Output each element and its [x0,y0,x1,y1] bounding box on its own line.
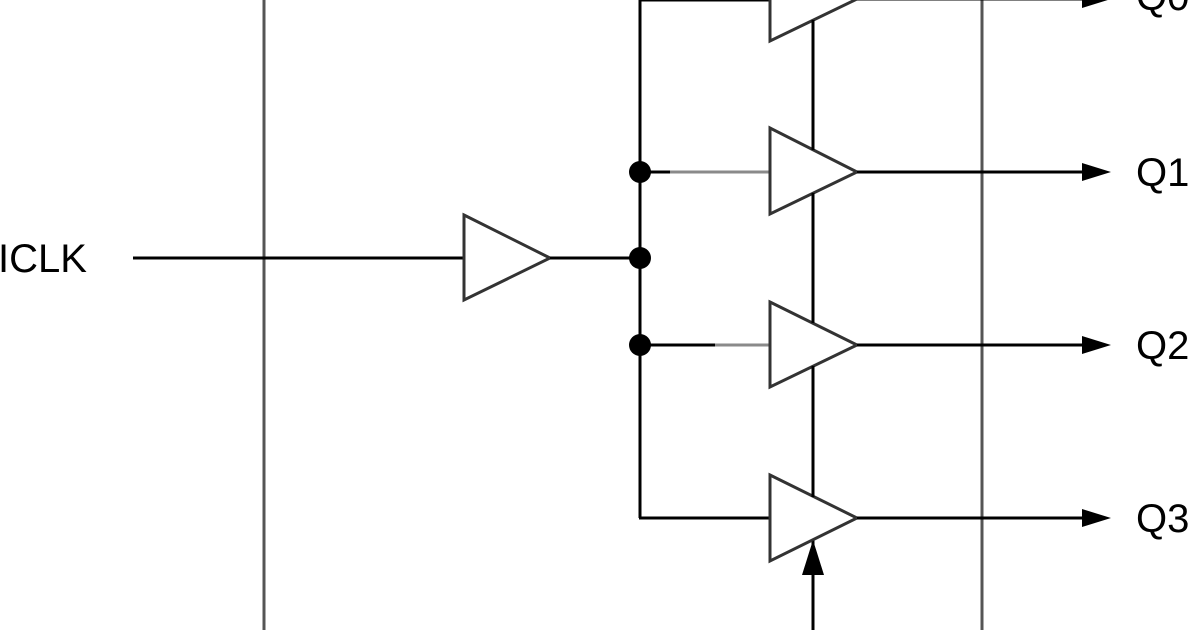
output-label-q1: Q1 [1136,151,1189,195]
output-arrow-q0-icon [1082,0,1108,8]
junction-dot-q1 [629,161,651,183]
junction-dot-input [629,247,651,269]
output-label-q0: Q0 [1136,0,1189,19]
output-label-q2: Q2 [1136,324,1189,368]
junction-dot-q2 [629,334,651,356]
output-arrow-q2-icon [1082,336,1111,354]
input-buffer [462,212,554,303]
output-label-q3: Q3 [1136,497,1189,541]
input-label-iclk: ICLK [0,237,87,281]
output-arrow-q1-icon [1082,163,1111,181]
enable-arrow-icon [802,540,824,575]
output-arrow-q3-icon [1082,509,1111,527]
